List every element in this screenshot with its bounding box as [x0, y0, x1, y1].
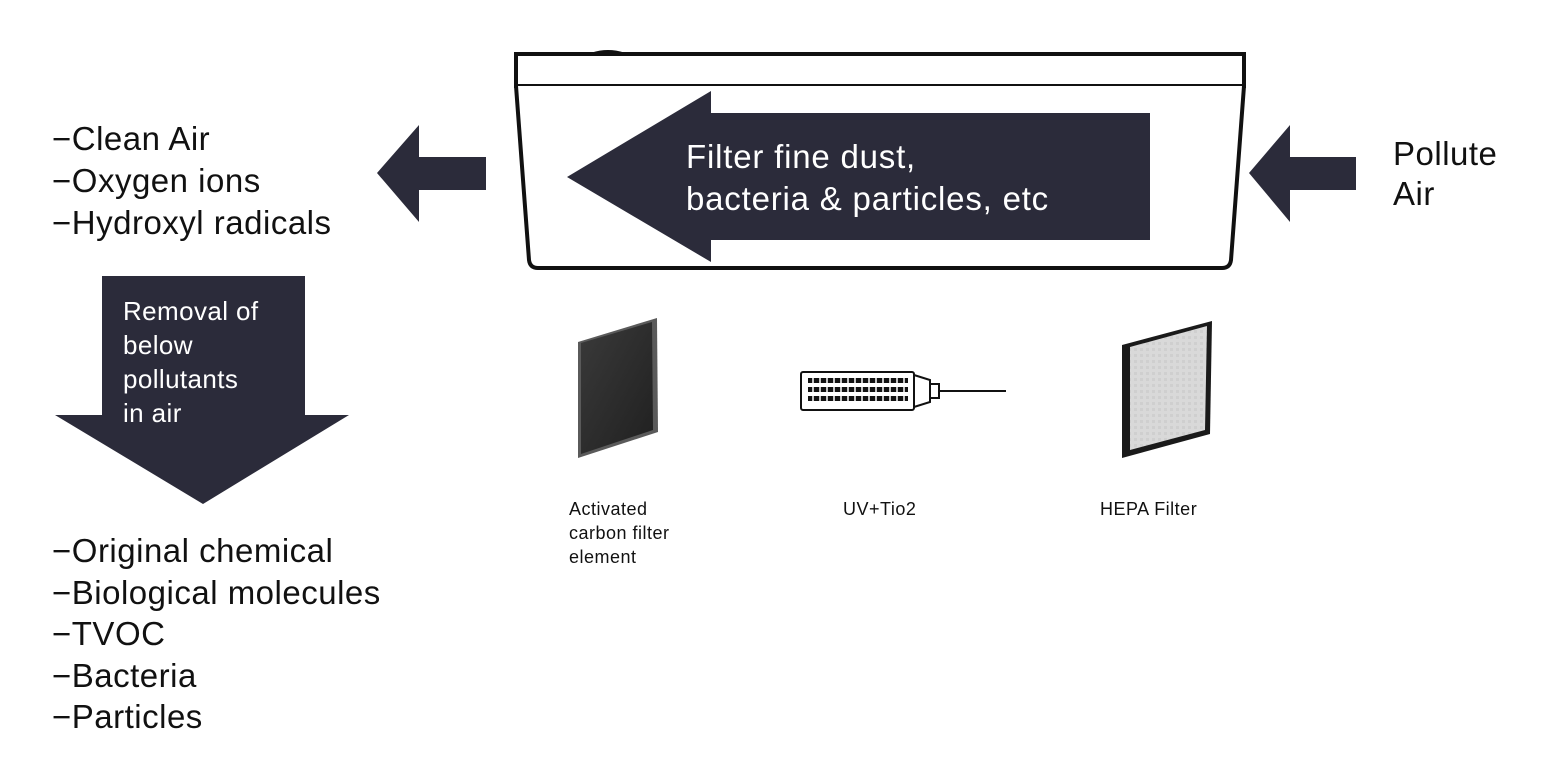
- pollutant-item-tvoc: −TVOC: [52, 615, 166, 652]
- output-item-clean-air: −Clean Air: [52, 120, 211, 157]
- output-list: −Clean Air −Oxygen ions −Hydroxyl radica…: [52, 118, 332, 244]
- input-arrow: [1249, 125, 1356, 222]
- pollutant-list: −Original chemical −Biological molecules…: [52, 530, 381, 738]
- removal-text-line: Removal of: [123, 296, 259, 326]
- output-item-oxygen-ions: −Oxygen ions: [52, 162, 261, 199]
- input-label-line: Air: [1393, 175, 1435, 212]
- input-label-line: Pollute: [1393, 135, 1498, 172]
- filter-stage-line: bacteria & particles, etc: [686, 180, 1049, 217]
- carbon-filter-label-line: carbon filter: [569, 523, 670, 543]
- uv-lamp-icon: [800, 371, 1006, 411]
- removal-text: Removal of below pollutants in air: [123, 294, 303, 430]
- removal-text-line: below: [123, 330, 193, 360]
- filter-stage-text: Filter fine dust, bacteria & particles, …: [686, 136, 1049, 220]
- input-label: Pollute Air: [1393, 134, 1497, 214]
- filter-flow-arrow: [567, 91, 1150, 262]
- removal-arrow: [55, 276, 349, 504]
- removal-text-line: pollutants: [123, 364, 239, 394]
- uv-lamp-label: UV+Tio2: [843, 497, 916, 521]
- pollutant-item-biological-molecules: −Biological molecules: [52, 573, 381, 611]
- uv-lamp-label-line: UV+Tio2: [843, 499, 917, 519]
- carbon-filter-label-line: element: [569, 547, 637, 567]
- output-arrow: [377, 125, 486, 222]
- output-item-hydroxyl-radicals: −Hydroxyl radicals: [52, 204, 332, 241]
- pollutant-item-particles: −Particles: [52, 698, 203, 735]
- hepa-filter-label: HEPA Filter: [1100, 497, 1197, 521]
- carbon-filter-label: Activated carbon filter element: [569, 497, 729, 569]
- carbon-filter-icon: [578, 318, 658, 458]
- pollutant-item-bacteria: −Bacteria: [52, 656, 197, 694]
- filter-stage-line: Filter fine dust,: [686, 138, 917, 175]
- carbon-filter-label-line: Activated: [569, 499, 648, 519]
- removal-text-line: in air: [123, 398, 182, 428]
- hepa-filter-label-line: HEPA Filter: [1100, 499, 1198, 519]
- hepa-filter-icon: [1122, 321, 1212, 458]
- pollutant-item-original-chemical: −Original chemical: [52, 532, 334, 569]
